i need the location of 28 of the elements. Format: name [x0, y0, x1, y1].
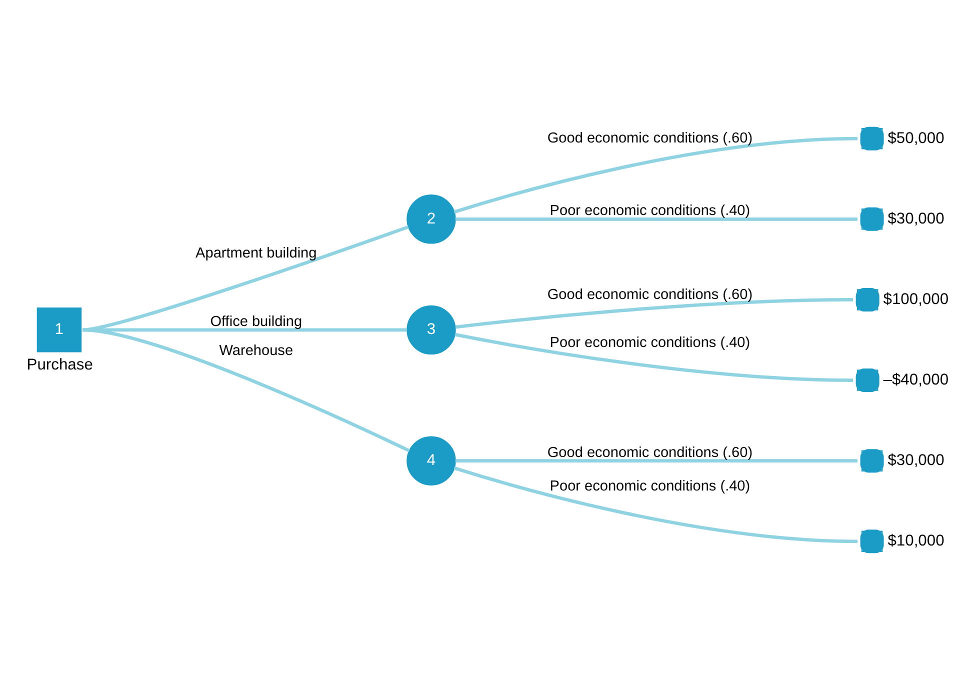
connector	[455, 458, 858, 462]
connector	[454, 466, 858, 543]
edge-label: Good economic conditions (.60)	[547, 286, 753, 303]
node-label: –$40,000	[883, 370, 949, 388]
connector	[454, 332, 854, 382]
node-box: 1	[36, 307, 82, 352]
node-circle: 4	[406, 436, 456, 485]
connector	[454, 136, 858, 214]
edge-label: Good economic conditions (.60)	[547, 130, 753, 146]
node-label: $50,000	[888, 129, 944, 146]
edge-label: Good economic conditions (.60)	[547, 444, 753, 460]
node-circle: 3	[406, 304, 456, 354]
node-label: $100,000	[883, 290, 949, 308]
node-label: $30,000	[888, 210, 944, 227]
edge-label: Poor economic conditions (.40)	[550, 202, 750, 219]
node-circle: 2	[406, 194, 456, 244]
node-label: $10,000	[888, 532, 944, 550]
edge-label: Poor economic conditions (.40)	[550, 478, 750, 494]
connector	[455, 298, 854, 328]
edge-label: Office building	[210, 313, 302, 330]
connector	[82, 224, 409, 332]
connector	[455, 217, 858, 220]
edge-label: Warehouse	[219, 342, 294, 358]
node-label: Purchase	[26, 356, 93, 373]
edge-label: Apartment building	[196, 245, 317, 262]
node-label: $30,000	[888, 451, 944, 468]
edge-label: Poor economic conditions (.40)	[550, 334, 750, 351]
connector	[82, 328, 410, 452]
